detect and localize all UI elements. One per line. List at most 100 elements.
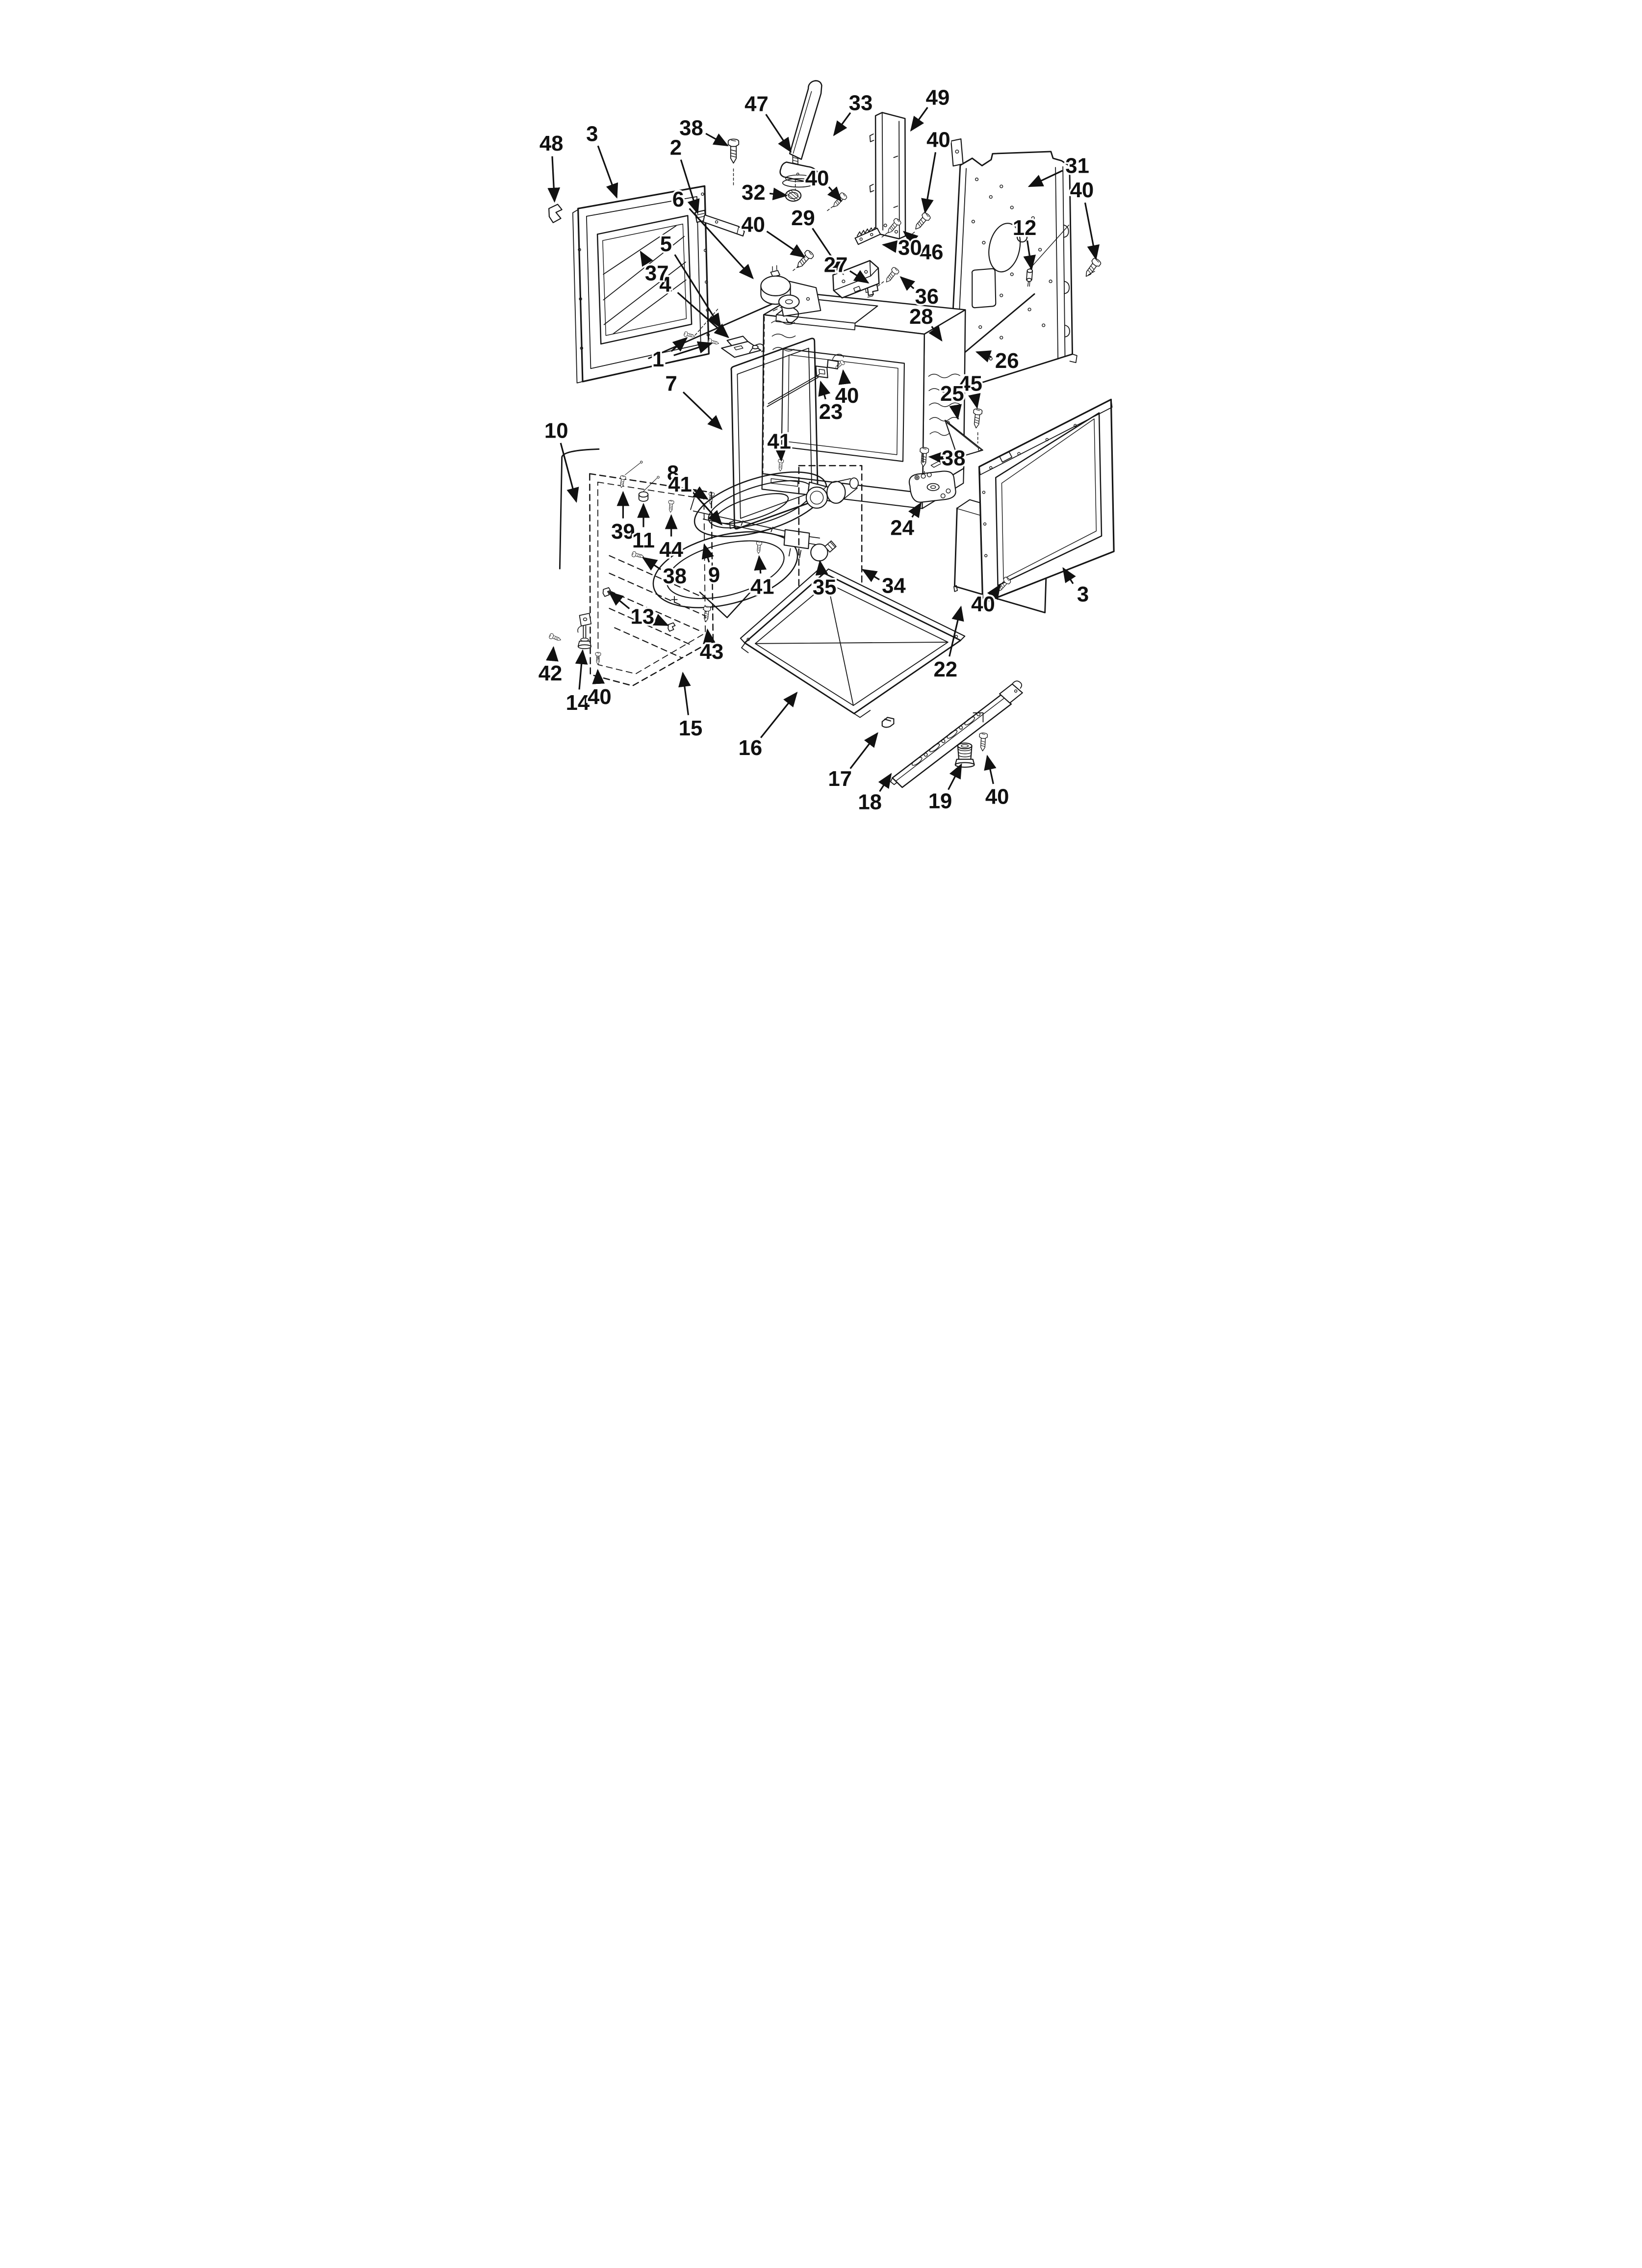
callout-label: 22	[933, 657, 957, 681]
callout-arrow	[652, 614, 669, 626]
callout-5: 5	[658, 230, 721, 329]
callout-label: 1	[652, 347, 664, 371]
callout-17: 17	[826, 732, 878, 793]
callout-arrow	[899, 276, 916, 291]
callout-41: 41	[766, 428, 793, 462]
callout-6: 6	[670, 185, 754, 280]
callout-49: 49	[910, 84, 951, 132]
part-rear-panel	[947, 138, 1078, 402]
callout-arrow	[640, 250, 653, 267]
callout-arrow	[882, 240, 898, 253]
callout-2: 2	[668, 134, 700, 215]
callout-label: 49	[926, 85, 950, 109]
callout-16: 16	[737, 691, 798, 762]
callout-label: 12	[1013, 216, 1037, 240]
callout-arrow	[677, 292, 729, 339]
callout-label: 8	[667, 461, 679, 485]
part-latch-motor	[760, 265, 821, 323]
part-glide-rail	[890, 680, 1023, 788]
callout-1: 1	[650, 337, 713, 373]
callout-arrow	[766, 231, 806, 258]
callout-arrow	[608, 591, 630, 609]
callout-label: 32	[742, 181, 766, 205]
parts-artwork	[548, 80, 1115, 788]
part-drawer-clip	[881, 717, 895, 728]
callout-30: 30	[882, 234, 924, 261]
callout-arrow	[975, 350, 992, 363]
callout-42: 42	[537, 646, 564, 687]
callout-label: 40	[835, 384, 859, 408]
callout-3: 3	[1062, 567, 1091, 608]
callout-label: 10	[544, 418, 568, 443]
part-clip-13b	[667, 622, 676, 632]
callout-arrow	[948, 763, 962, 790]
callout-48: 48	[538, 130, 565, 203]
callout-arrow	[670, 337, 688, 352]
callout-label: 7	[665, 371, 677, 395]
callout-40: 40	[983, 755, 1011, 810]
callout-arrow	[673, 341, 713, 356]
callout-arrow	[693, 486, 709, 500]
callout-label: 38	[942, 446, 966, 470]
callout-15: 15	[677, 672, 704, 742]
callout-label: 6	[672, 187, 684, 211]
callout-arrow	[968, 393, 981, 409]
callout-14: 14	[564, 649, 592, 717]
callout-label: 42	[539, 661, 563, 685]
callout-38: 38	[678, 114, 729, 147]
callout-arrow	[1062, 567, 1076, 584]
callout-arrow	[949, 404, 962, 420]
callout-36: 36	[899, 276, 941, 311]
callout-11: 11	[630, 503, 657, 554]
callout-22: 22	[932, 605, 964, 683]
callout-arrow	[849, 732, 878, 769]
callout-arrow	[765, 114, 792, 153]
callout-23: 23	[817, 380, 845, 425]
callout-label: 18	[858, 790, 882, 813]
callout-39: 39	[610, 491, 637, 546]
callout-40: 40	[586, 669, 613, 711]
callout-arrow	[754, 555, 767, 574]
callout-40: 40	[833, 369, 861, 409]
callout-label: 44	[659, 538, 683, 562]
callout-32: 32	[740, 179, 788, 206]
callout-arrow	[769, 187, 788, 201]
callout-label: 30	[898, 236, 922, 260]
callout-label: 36	[915, 285, 939, 309]
callout-40: 40	[1068, 177, 1100, 261]
callout-arrow	[760, 691, 798, 738]
part-right-side-panel	[978, 398, 1115, 604]
part-rear-trim	[869, 112, 906, 239]
callout-arrow	[703, 628, 716, 645]
callout-arrow	[833, 112, 851, 136]
callout-label: 25	[940, 382, 964, 406]
callout-arrow	[597, 145, 618, 199]
callout-label: 40	[1070, 178, 1094, 202]
callout-label: 38	[663, 564, 687, 588]
callout-41: 41	[748, 555, 776, 600]
callout-40: 40	[803, 164, 842, 202]
callout-label: 43	[700, 640, 724, 664]
callout-34: 34	[861, 569, 908, 600]
callout-label: 11	[632, 528, 655, 552]
callout-arrow	[701, 543, 714, 563]
part-bottom-panel	[740, 568, 966, 718]
callout-label: 17	[828, 767, 852, 791]
callout-arrow	[849, 270, 870, 284]
callout-label: 3	[586, 122, 598, 146]
callout-19: 19	[926, 763, 962, 813]
part-handle-bracket	[779, 80, 822, 188]
part-wire-rod	[559, 448, 600, 570]
callout-label: 39	[611, 520, 635, 544]
callout-label: 34	[882, 574, 906, 598]
callout-10: 10	[542, 417, 579, 503]
callout-27: 27	[822, 251, 870, 284]
callout-38: 38	[641, 557, 689, 590]
callout-label: 41	[668, 472, 692, 496]
callout-40: 40	[921, 126, 952, 214]
callout-29: 29	[790, 204, 844, 275]
callout-label: 4	[659, 272, 671, 296]
callout-38: 38	[928, 444, 967, 472]
